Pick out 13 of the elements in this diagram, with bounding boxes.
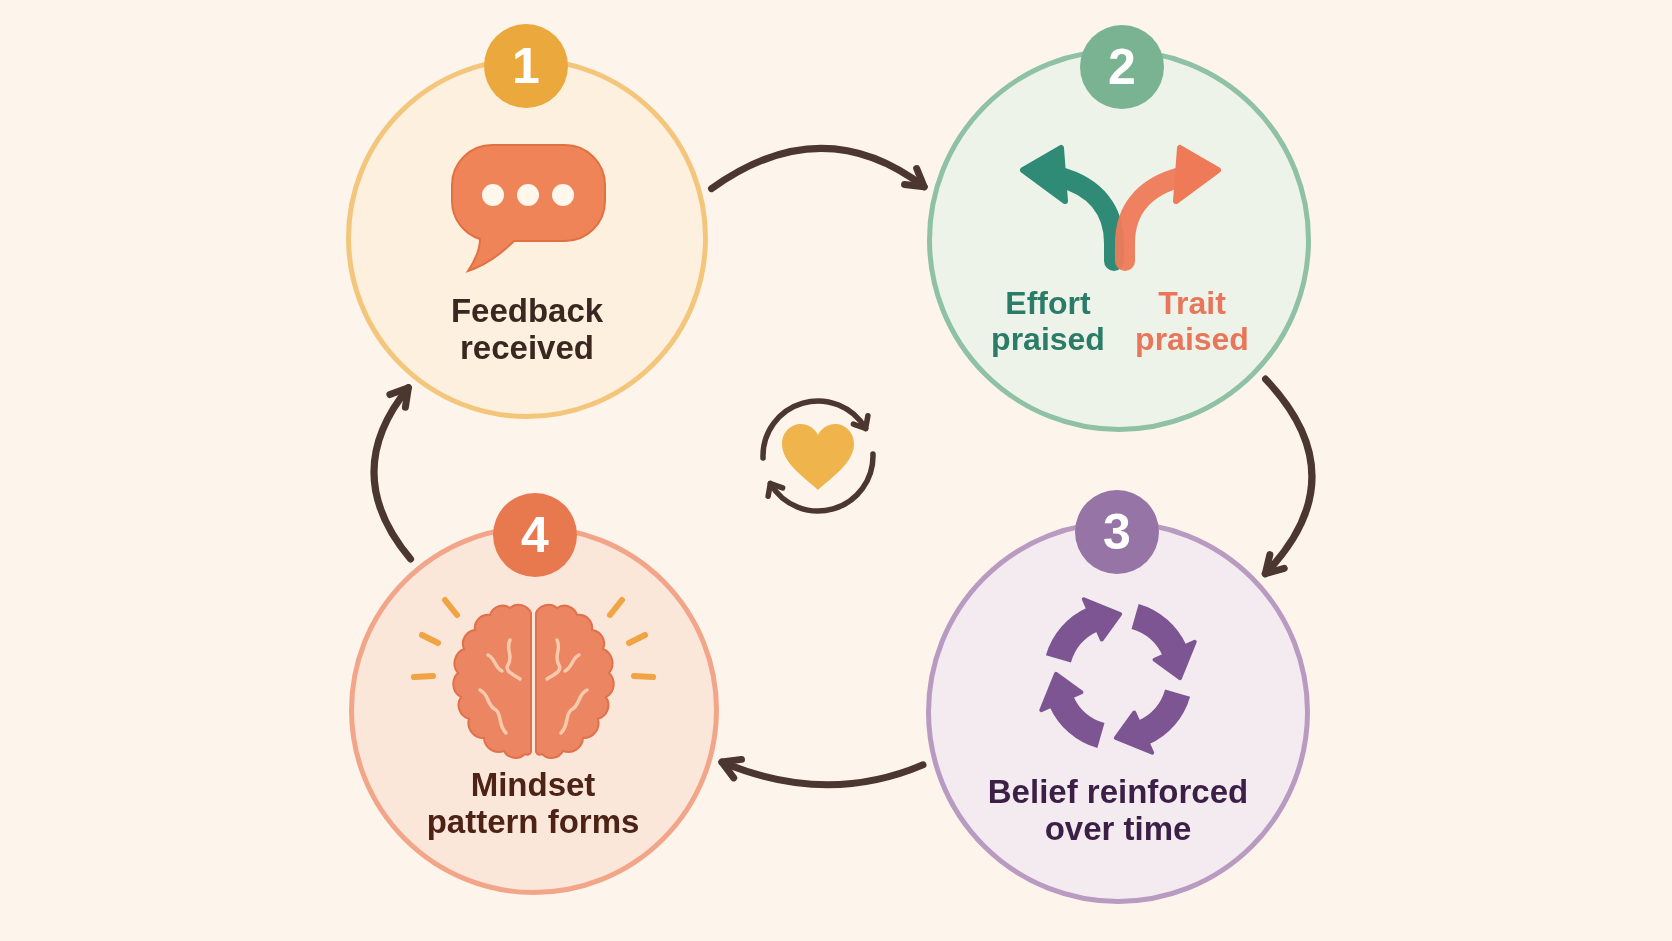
step-label: Mindset pattern forms: [425, 766, 641, 841]
step-label: Trait praised: [1134, 285, 1250, 358]
curved-arrow: [1261, 375, 1316, 578]
number-badge: 1: [484, 24, 568, 108]
curved-arrow: [718, 755, 927, 789]
number-badge: 4: [493, 493, 577, 577]
curved-arrow: [708, 144, 928, 193]
number-badge: 3: [1075, 490, 1159, 574]
step-label: Effort praised: [990, 285, 1106, 358]
curved-arrow: [370, 384, 415, 563]
step-label: Belief reinforced over time: [986, 773, 1250, 848]
number-badge: 2: [1080, 25, 1164, 109]
step-label: Feedback received: [449, 292, 605, 367]
